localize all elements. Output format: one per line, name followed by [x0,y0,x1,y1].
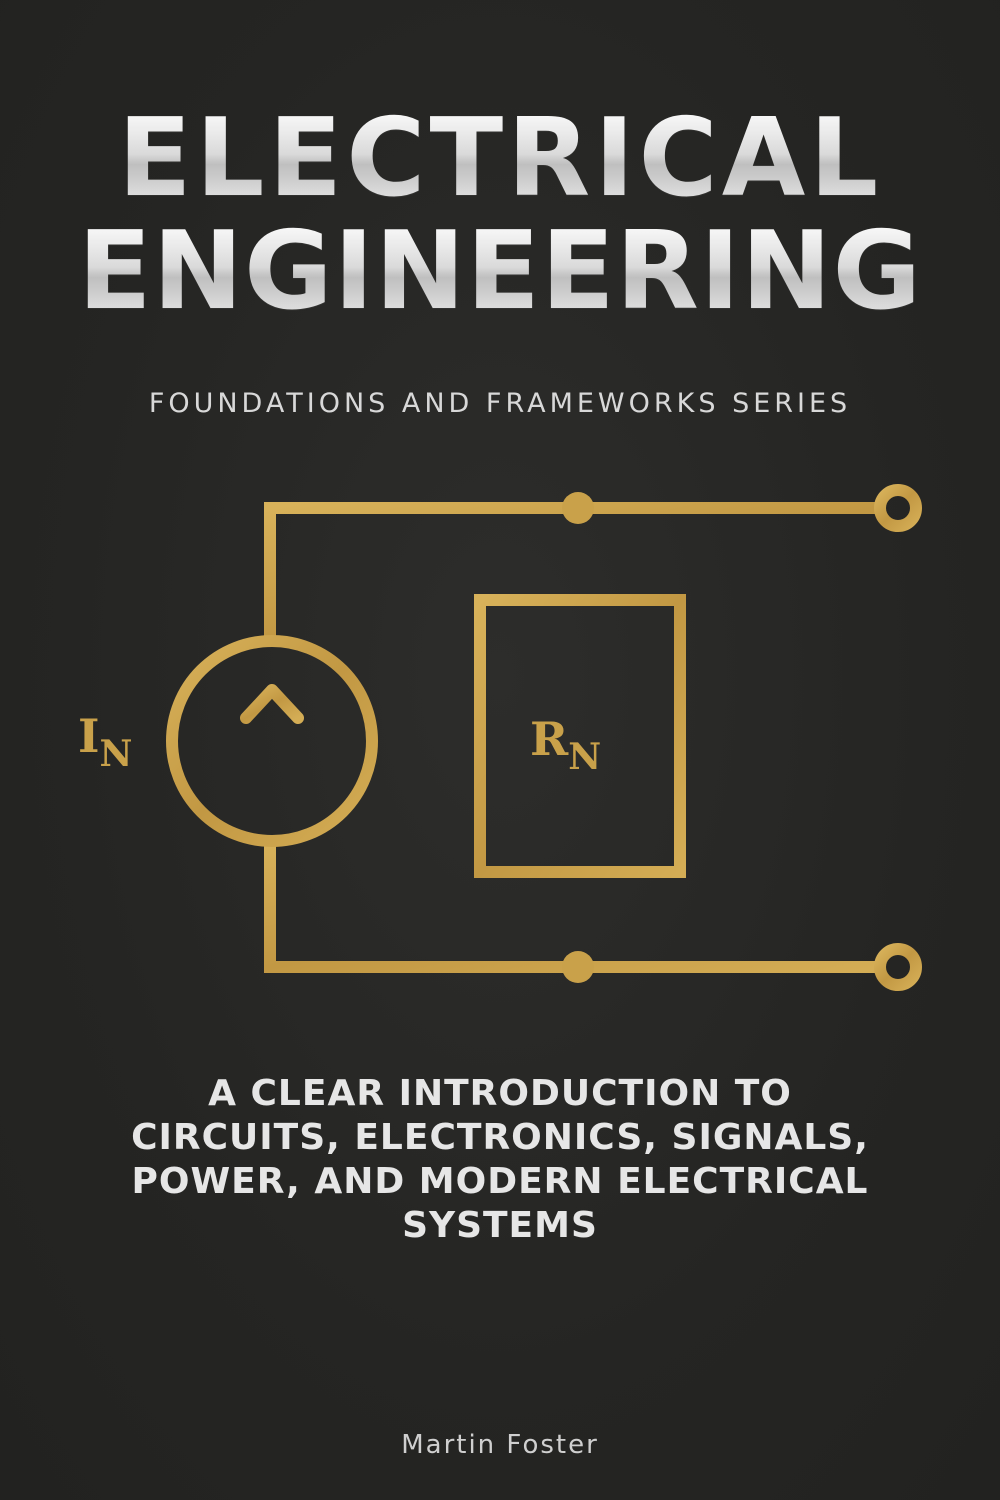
resistor-box [474,594,686,878]
series-name: FOUNDATIONS AND FRAMEWORKS SERIES [148,388,852,419]
resistor-subscript: N [568,736,601,778]
author-name: Martin Foster [401,1430,599,1460]
title-line-1: ELECTRICAL [0,105,1000,213]
current-source-subscript: N [100,733,133,775]
bottom-terminal [874,943,922,991]
resistor-label: R [530,712,569,766]
resistor-label-group: RN [530,712,601,778]
current-source-label-group: IN [78,709,132,775]
subtitle-line-2: CIRCUITS, ELECTRONICS, SIGNALS, [131,1117,869,1158]
bottom-left-wire [264,842,880,973]
subtitle-line-3: POWER, AND MODERN ELECTRICAL [131,1161,869,1202]
subtitle-line-4: SYSTEMS [402,1205,598,1246]
top-terminal [874,484,922,532]
current-source-label: I [78,709,100,763]
subtitle: A CLEAR INTRODUCTION TO CIRCUITS, ELECTR… [40,1072,960,1248]
top-wire [264,502,880,641]
current-arrow-head [240,684,304,724]
current-source-circle [166,635,378,847]
top-junction-dot [562,492,594,524]
subtitle-line-1: A CLEAR INTRODUCTION TO [208,1073,792,1114]
title-line-2: ENGINEERING [0,218,1000,326]
bottom-junction-dot [562,951,594,983]
